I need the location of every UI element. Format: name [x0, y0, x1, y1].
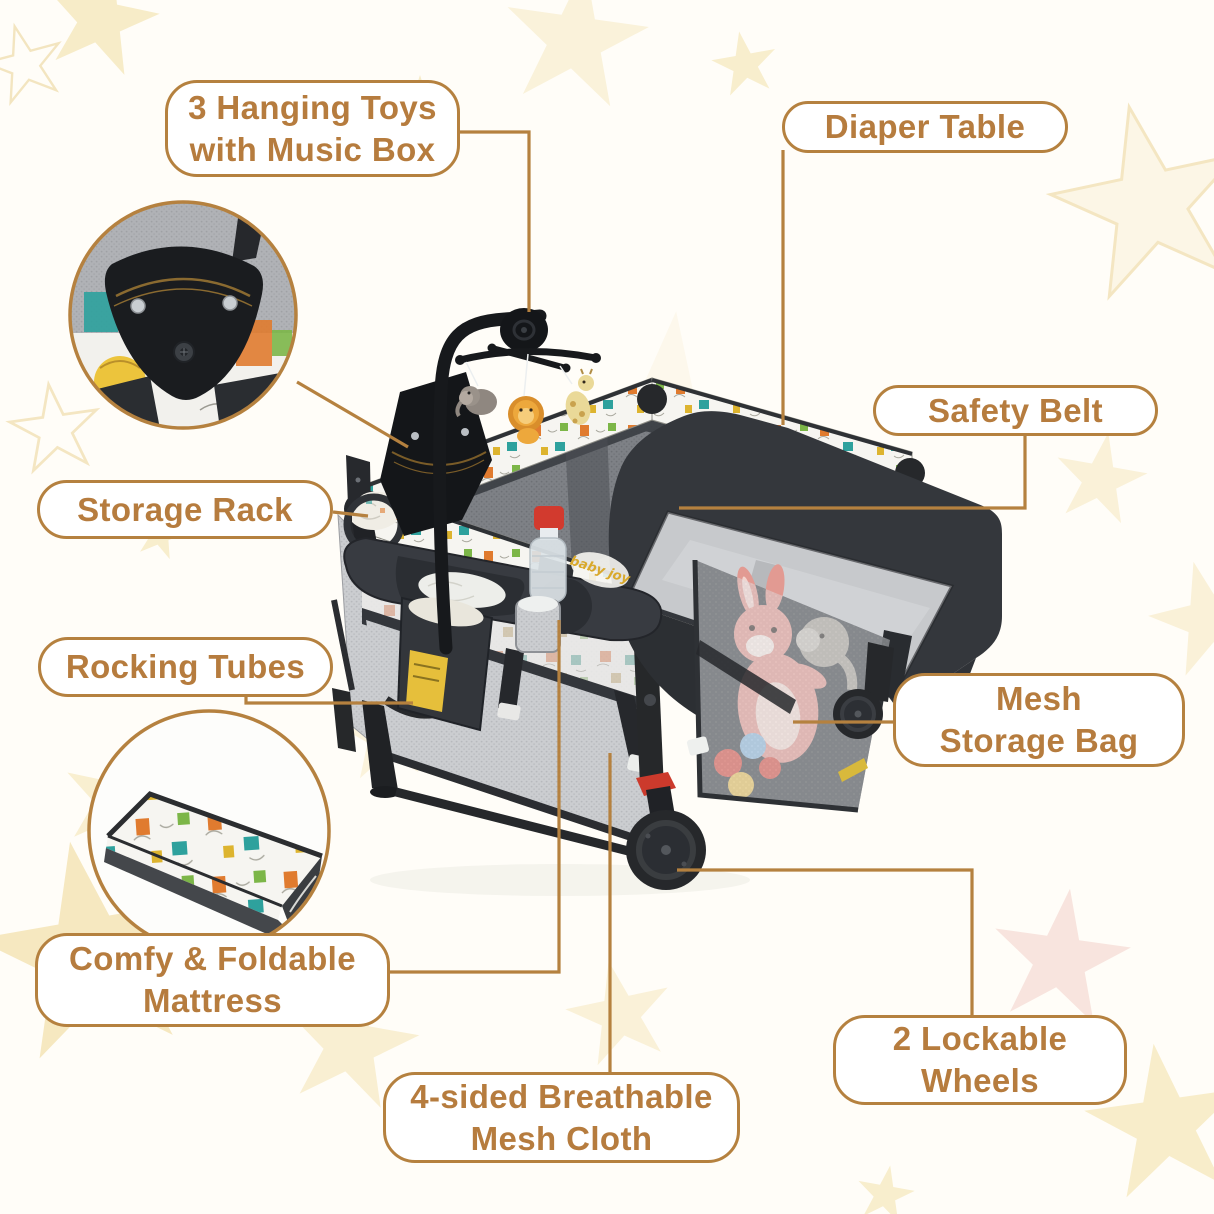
hanging-toy-elephant	[455, 386, 497, 418]
mesh-storage-bag	[686, 559, 912, 813]
folded-mattress	[108, 794, 322, 906]
detail-inset-folded-mattress	[87, 709, 331, 953]
callout-text: Storage Rack	[77, 490, 293, 528]
playard: baby joy	[331, 308, 1002, 896]
connector-comfy-mattress	[390, 620, 561, 974]
callout-text: Wheels	[921, 1062, 1039, 1099]
callout-comfy-mattress: Comfy & Foldable Mattress	[35, 933, 390, 1027]
connector-storage-rack	[332, 510, 369, 518]
callout-storage-rack: Storage Rack	[37, 480, 333, 539]
callout-lockable-wheels: 2 Lockable Wheels	[833, 1015, 1127, 1105]
mobile-arm	[380, 308, 601, 655]
left-leg	[362, 700, 398, 790]
callout-text: Comfy & Foldable	[69, 940, 356, 978]
callout-text: 2 Lockable	[892, 1020, 1068, 1058]
connector-rocking-tubes	[244, 695, 413, 705]
callout-text: Safety Belt	[928, 391, 1103, 429]
callout-text: Mattress	[143, 982, 282, 1019]
connector-hanging-toys	[460, 130, 531, 312]
callout-text: Storage Bag	[939, 722, 1139, 759]
callout-hanging-toys: 3 Hanging Toys with Music Box	[165, 80, 460, 177]
hanging-toy-giraffe	[565, 368, 594, 425]
connector-safety-belt	[679, 435, 1027, 510]
callout-safety-belt: Safety Belt	[873, 385, 1158, 436]
music-box	[500, 308, 548, 352]
connector-lockable-wheels	[677, 868, 974, 1015]
callout-mesh-cloth: 4-sided Breathable Mesh Cloth	[383, 1072, 740, 1163]
hanging-toy-lion	[508, 396, 544, 444]
callout-text: Diaper Table	[824, 108, 1026, 146]
connector-lines	[244, 130, 1027, 1072]
connector-inset-joint	[296, 380, 409, 449]
detail-inset-corner-joint	[68, 200, 298, 430]
callout-text: 3 Hanging Toys	[188, 88, 437, 126]
callout-diaper-table: Diaper Table	[782, 101, 1068, 153]
callout-text: 4-sided Breathable	[410, 1077, 713, 1115]
callout-mesh-bag: Mesh Storage Bag	[893, 673, 1185, 767]
callout-text: Mesh	[996, 680, 1082, 718]
callout-text: Mesh Cloth	[470, 1119, 653, 1157]
callout-text: Rocking Tubes	[65, 648, 306, 686]
callout-rocking-tubes: Rocking Tubes	[38, 637, 333, 697]
bottle	[529, 506, 567, 603]
callout-text: with Music Box	[189, 130, 436, 168]
